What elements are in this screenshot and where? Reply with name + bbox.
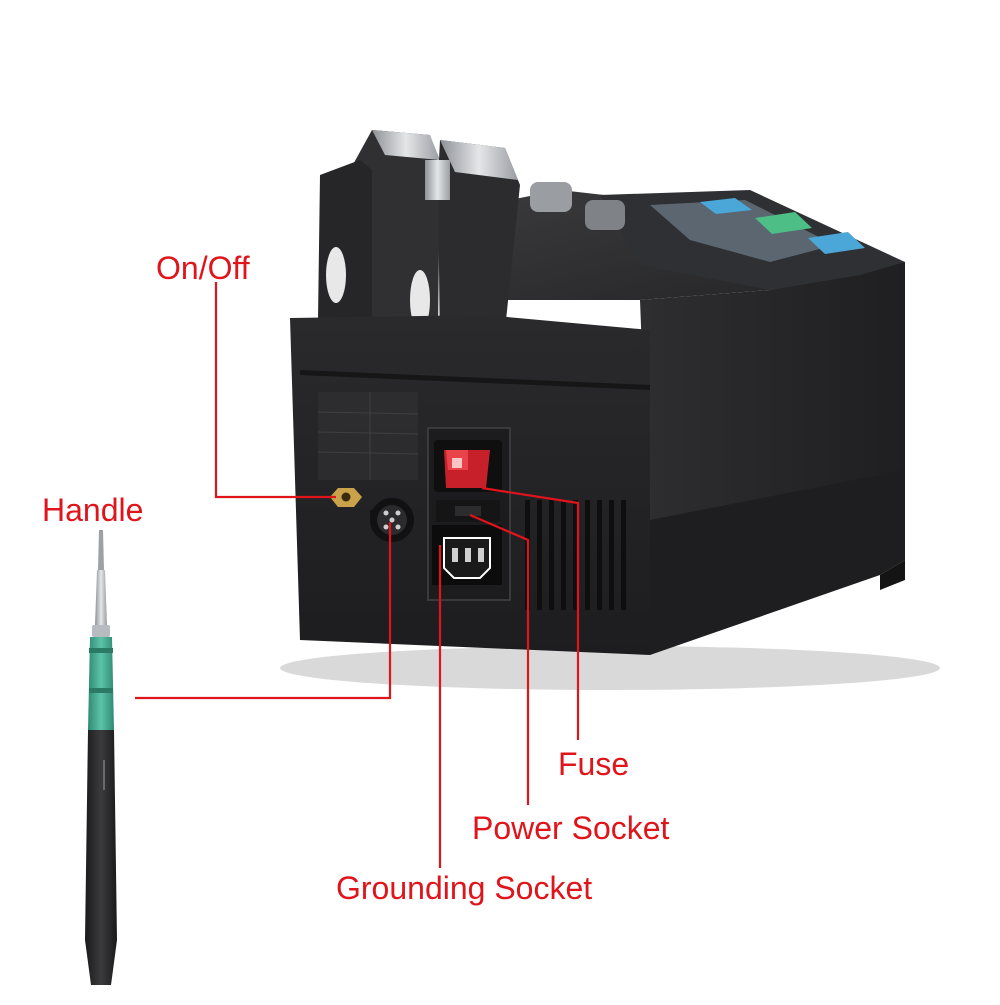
station-body <box>290 130 905 655</box>
label-fuse: Fuse <box>558 746 630 782</box>
iron-tip-icon <box>98 530 104 570</box>
display-screen <box>650 200 835 262</box>
leader-on-off <box>214 282 336 499</box>
button-blue-left-icon <box>700 198 752 214</box>
leader-power-socket <box>469 513 530 805</box>
leader-handle <box>135 522 392 700</box>
label-grounding-socket: Grounding Socket <box>336 870 593 906</box>
lower-side-panel <box>650 470 905 655</box>
button-green-icon <box>755 212 812 234</box>
power-module <box>427 427 511 601</box>
rating-label-plate <box>317 392 419 480</box>
label-handle: Handle <box>42 492 144 528</box>
leader-fuse <box>481 486 580 740</box>
knob-right-icon <box>585 200 625 230</box>
knob-left-icon <box>530 182 572 212</box>
vent-slots <box>525 500 626 610</box>
grounding-socket-icon <box>330 488 362 507</box>
base-shadow <box>280 646 940 690</box>
leader-lines <box>135 282 580 868</box>
iron-holder <box>318 130 520 370</box>
button-blue-right-icon <box>808 232 865 254</box>
soldering-handle <box>85 530 117 985</box>
label-power-socket: Power Socket <box>472 810 670 846</box>
handle-connector-icon <box>370 498 414 542</box>
label-on-off: On/Off <box>156 250 250 286</box>
